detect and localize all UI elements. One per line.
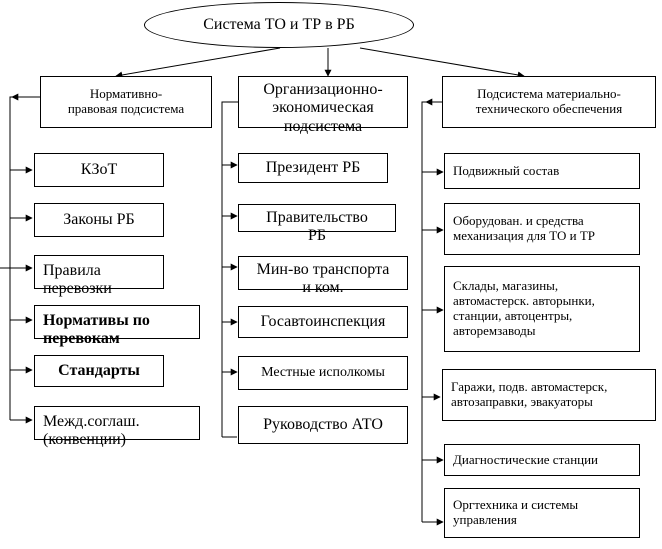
middle-spine — [221, 101, 238, 437]
node-diagnostic-stations-label: Диагностические станции — [453, 451, 599, 467]
node-standards-label: Стандарты — [58, 361, 140, 379]
node-intl-agreements-label: Межд.соглаш. (конвенции) — [43, 413, 140, 449]
node-traffic-police: Госавтоинспекция — [238, 306, 408, 338]
node-equipment: Оборудован. и средства механизация для Т… — [444, 203, 640, 255]
root-to-right-arrow — [359, 47, 525, 79]
node-president-label: Президент РБ — [265, 158, 361, 176]
org-economic-subsystem-title: Организационно- экономическая подсистема — [263, 81, 383, 135]
node-transport-rules: Правила перевозки — [34, 255, 164, 297]
node-ministry: Мин-во транспорта и ком. — [238, 256, 408, 296]
node-government: Правительство РБ — [238, 204, 396, 244]
right-spine — [421, 101, 442, 522]
legal-subsystem-title: Нормативно- правовая подсистема — [67, 86, 185, 116]
node-local-executive-label: Местные исполкомы — [261, 364, 385, 380]
node-equipment-label: Оборудован. и средства механизация для Т… — [453, 213, 596, 243]
node-laws: Законы РБ — [34, 203, 164, 237]
node-rolling-stock-label: Подвижный состав — [453, 162, 560, 178]
node-kzot-label: КЗоТ — [80, 160, 118, 178]
node-local-executive: Местные исполкомы — [238, 356, 408, 390]
root-node: Система ТО и ТР в РБ — [144, 2, 414, 48]
node-ato-management-label: Руководство АТО — [263, 415, 383, 433]
org-economic-subsystem-header: Организационно- экономическая подсистема — [238, 76, 408, 135]
node-transport-rules-label: Правила перевозки — [43, 262, 112, 298]
node-garages: Гаражи, подв. автомастерск, автозаправки… — [442, 369, 656, 421]
node-standards: Стандарты — [34, 355, 164, 387]
node-office-equipment: Оргтехника и системы управления — [444, 488, 640, 538]
node-warehouses-label: Склады, магазины, автомастерск. авторынк… — [453, 278, 595, 338]
node-laws-label: Законы РБ — [63, 210, 135, 228]
node-kzot: КЗоТ — [34, 153, 164, 187]
node-norms-label: Нормативы по перевокам — [43, 312, 150, 348]
root-title: Система ТО и ТР в РБ — [203, 16, 355, 33]
material-subsystem-title: Подсистема материально- технического обе… — [475, 86, 623, 116]
node-traffic-police-label: Госавтоинспекция — [260, 312, 386, 330]
node-diagnostic-stations: Диагностические станции — [444, 444, 640, 476]
legal-subsystem-header: Нормативно- правовая подсистема — [40, 76, 212, 128]
node-warehouses: Склады, магазины, автомастерск. авторынк… — [444, 266, 640, 352]
node-ato-management: Руководство АТО — [238, 406, 408, 444]
node-office-equipment-label: Оргтехника и системы управления — [453, 497, 579, 527]
node-norms: Нормативы по перевокам — [34, 305, 200, 347]
node-rolling-stock: Подвижный состав — [444, 153, 640, 189]
node-president: Президент РБ — [238, 153, 388, 183]
node-government-label: Правительство РБ — [266, 209, 368, 245]
node-ministry-label: Мин-во транспорта и ком. — [256, 261, 390, 297]
root-to-left-arrow — [115, 47, 281, 79]
material-subsystem-header: Подсистема материально- технического обе… — [442, 76, 656, 128]
node-intl-agreements: Межд.соглаш. (конвенции) — [34, 406, 200, 448]
node-garages-label: Гаражи, подв. автомастерск, автозаправки… — [451, 379, 608, 409]
